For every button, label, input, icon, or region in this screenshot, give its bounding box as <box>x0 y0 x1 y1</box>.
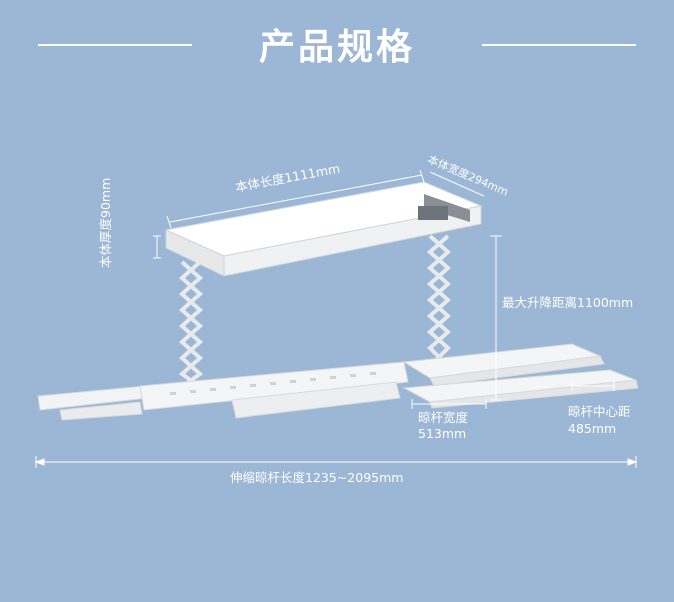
page-title: 产品规格 <box>258 27 415 68</box>
clothes-rack-body <box>164 181 483 277</box>
max-lift-label: 最大升降距离1100mm <box>502 295 634 310</box>
rod-center-value: 485mm <box>568 421 617 436</box>
rod-width-value: 513mm <box>418 426 467 441</box>
dimension-lines <box>34 169 638 468</box>
rod-width-label: 晾杆宽度 <box>418 410 469 425</box>
scissor-lift-right <box>426 234 452 362</box>
title-divider-left <box>38 44 192 46</box>
scissor-lift-left <box>178 260 204 386</box>
rod-center-label: 晾杆中心距 <box>568 404 631 419</box>
body-thickness-label: 本体厚度90mm <box>98 177 113 268</box>
title-divider-right <box>482 44 636 46</box>
telescopic-length-label: 伸缩晾杆长度1235~2095mm <box>230 470 404 485</box>
drying-rods <box>37 343 639 421</box>
